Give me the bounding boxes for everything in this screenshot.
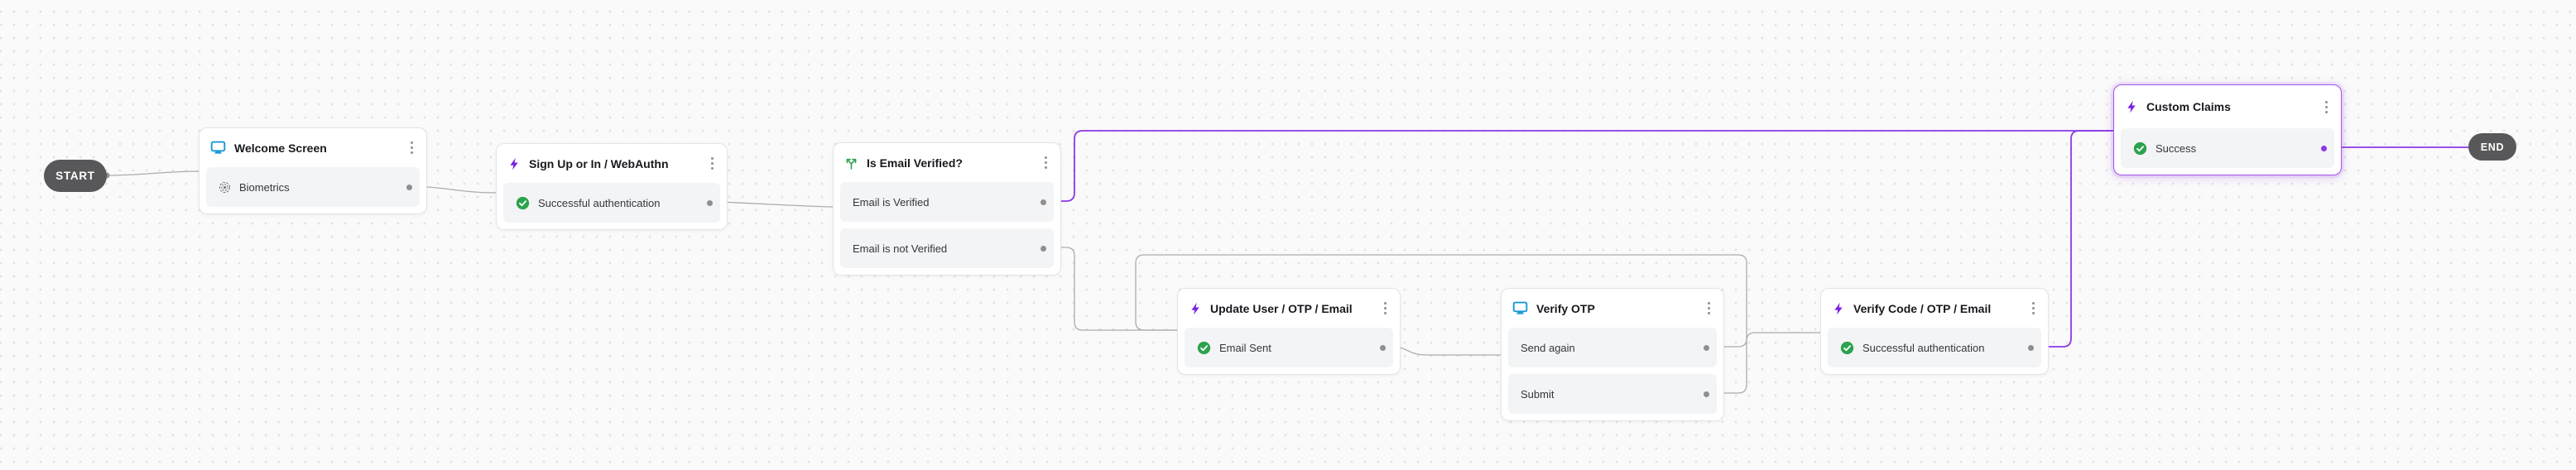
node-title: Verify OTP [1536,301,1595,315]
node-header: Verify Code / OTP / Email [1821,289,2048,328]
node-update-user-otp-email[interactable]: Update User / OTP / Email Email Sent [1177,288,1401,375]
node-custom-claims[interactable]: Custom Claims Success [2113,84,2342,175]
output-label: Email Sent [1219,341,1271,354]
start-node[interactable]: START [44,160,107,192]
check-icon [2133,141,2147,156]
check-icon [516,196,530,210]
output-row-email-is-verified[interactable]: Email is Verified [840,182,1054,222]
node-header: Is Email Verified? [834,143,1060,182]
output-label: Successful authentication [538,196,661,209]
edge-signup-to-verified [717,201,834,208]
output-label: Successful authentication [1862,341,1985,354]
output-row-send-again[interactable]: Send again [1508,328,1717,367]
node-header: Verify OTP [1502,289,1723,328]
node-title: Verify Code / OTP / Email [1853,301,1992,315]
edge-emailsent-to-verifyotp [1390,346,1501,356]
output-label: Success [2155,141,2197,155]
kebab-menu-icon[interactable] [1042,153,1050,172]
output-label: Submit [1521,387,1555,400]
fingerprint-icon [219,181,231,194]
output-label: Biometrics [239,180,290,194]
edge-start-to-welcome [106,170,199,176]
node-header: Welcome Screen [199,128,426,167]
edge-verified-to-claims [1051,130,2113,202]
kebab-menu-icon[interactable] [709,154,716,173]
output-port[interactable] [406,184,412,190]
node-title: Sign Up or In / WebAuthn [529,156,669,170]
node-header: Update User / OTP / Email [1178,289,1400,328]
output-port[interactable] [1380,344,1386,351]
node-header: Custom Claims [2114,85,2341,128]
check-icon [1840,341,1854,355]
kebab-menu-icon[interactable] [1382,299,1389,318]
output-port[interactable] [2028,344,2034,351]
action-icon [507,157,521,170]
screen-icon [1512,300,1528,316]
kebab-menu-icon[interactable] [2323,98,2330,117]
output-port[interactable] [1704,344,1709,351]
node-header: Sign Up or In / WebAuthn [497,144,727,183]
output-row-successful-authentication[interactable]: Successful authentication [503,183,720,223]
node-verify-code-otp-email[interactable]: Verify Code / OTP / Email Successful aut… [1820,288,2049,375]
output-row-success[interactable]: Success [2121,128,2334,168]
action-icon [2125,100,2138,113]
output-label: Email is not Verified [853,242,948,255]
action-icon [1189,302,1202,315]
node-title: Update User / OTP / Email [1210,301,1353,315]
output-port[interactable] [1040,245,1046,252]
output-row-email-is-not-verified[interactable]: Email is not Verified [840,228,1054,268]
node-title: Is Email Verified? [867,156,963,170]
edge-verifycode-to-claims [2039,130,2113,348]
node-title: Welcome Screen [234,141,327,155]
node-sign-up-or-in-webauthn[interactable]: Sign Up or In / WebAuthn Successful auth… [496,143,728,230]
screen-icon [210,140,226,156]
action-icon [1832,302,1845,315]
edge-notverified-to-update [1051,247,1177,331]
output-row-submit[interactable]: Submit [1508,374,1717,414]
node-is-email-verified[interactable]: Is Email Verified? Email is Verified Ema… [833,142,1061,276]
condition-icon [844,156,858,170]
node-welcome-screen[interactable]: Welcome Screen Biometrics [199,127,427,214]
output-port[interactable] [1704,391,1709,397]
edge-submit-to-verifycode [1714,332,1820,394]
end-node[interactable]: END [2468,133,2516,161]
output-label: Send again [1521,341,1575,354]
output-port[interactable] [2321,145,2327,151]
output-row-successful-authentication[interactable]: Successful authentication [1828,328,2041,367]
check-icon [1197,341,1211,355]
output-port[interactable] [707,199,713,206]
node-verify-otp[interactable]: Verify OTP Send again Submit [1501,288,1724,421]
kebab-menu-icon[interactable] [408,138,416,157]
kebab-menu-icon[interactable] [2030,299,2037,318]
node-title: Custom Claims [2146,100,2231,113]
output-label: Email is Verified [853,195,930,209]
output-row-biometrics[interactable]: Biometrics [206,167,420,207]
kebab-menu-icon[interactable] [1705,299,1713,318]
output-port[interactable] [1040,199,1046,205]
edge-biometrics-to-signup [416,185,497,194]
output-row-email-sent[interactable]: Email Sent [1185,328,1393,367]
